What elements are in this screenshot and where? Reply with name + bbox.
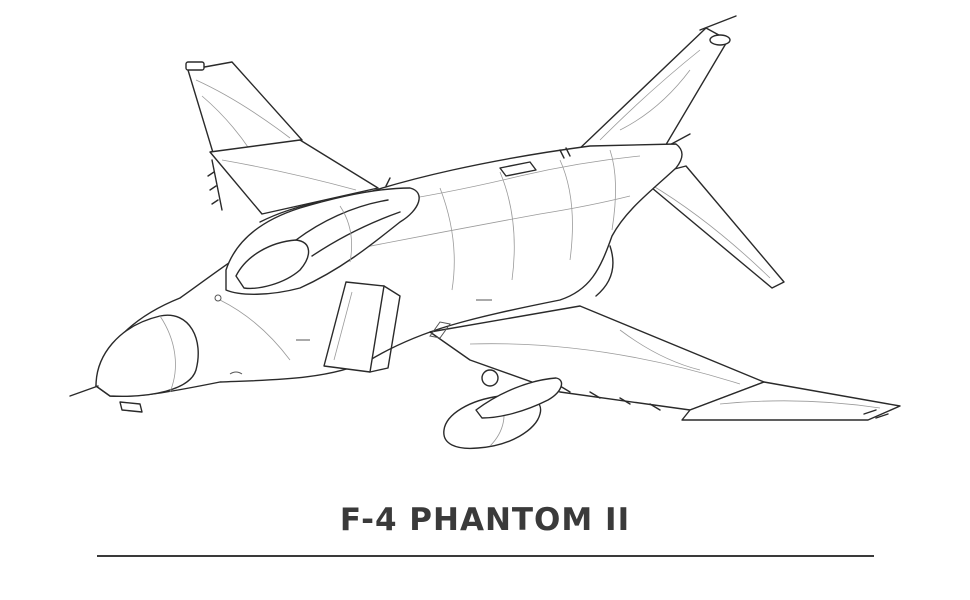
tail-fin [575, 27, 729, 153]
page-title: F-4 PHANTOM II [339, 502, 631, 538]
canopy-front-pane [235, 239, 310, 290]
fighter-jet-illustration [69, 15, 901, 450]
divider [97, 555, 874, 557]
centerline-store [475, 377, 563, 419]
nose-cone [95, 314, 199, 397]
right-wing [429, 305, 765, 411]
left-wingtip [187, 61, 303, 157]
refuel-probe [499, 161, 537, 177]
left-wing [209, 139, 379, 215]
